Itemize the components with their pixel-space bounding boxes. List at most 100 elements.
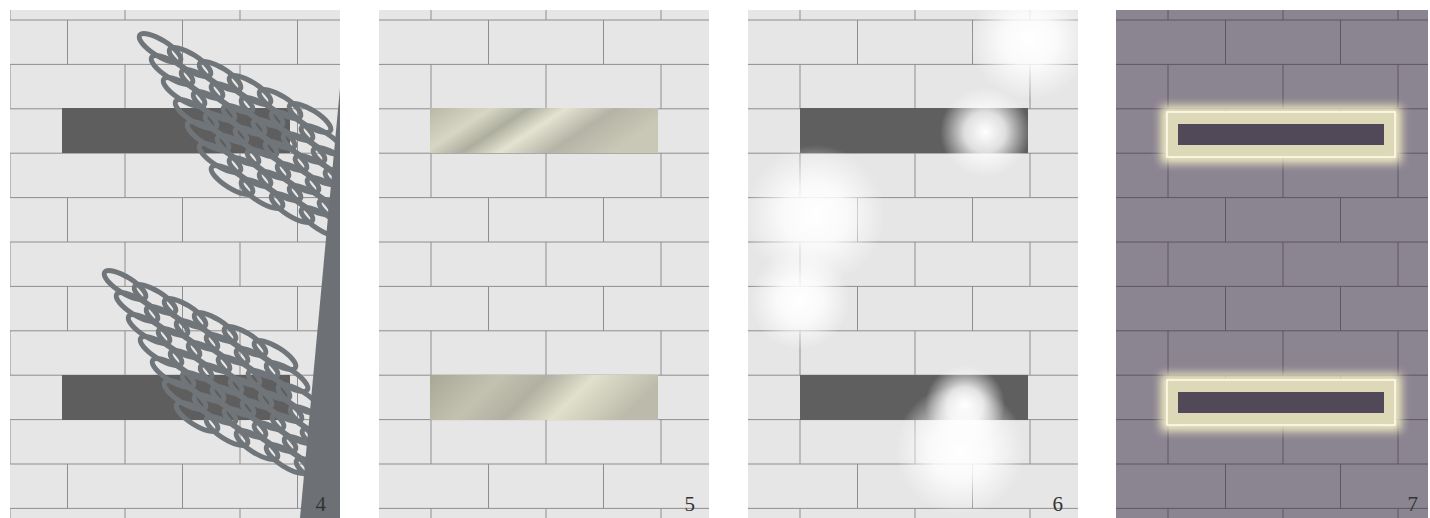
mortar-joint: [379, 197, 709, 198]
mortar-joint: [1116, 330, 1428, 331]
mortar-joint: [1030, 331, 1031, 375]
mortar-joint: [1283, 10, 1284, 20]
mortar-joint: [1398, 331, 1399, 375]
shading-fin: [300, 88, 340, 518]
mortar-joint: [1168, 242, 1169, 286]
mortar-joint: [240, 242, 241, 286]
mortar-joint: [1225, 286, 1226, 330]
mortar-joint: [1030, 420, 1031, 464]
mortar-joint: [182, 198, 183, 242]
panel-number: 6: [1053, 494, 1064, 515]
mortar-joint: [661, 10, 662, 20]
mortar-joint: [125, 242, 126, 286]
mortar-joint: [488, 286, 489, 330]
mortar-joint: [661, 64, 662, 108]
mortar-joint: [431, 331, 432, 375]
mortar-joint: [1116, 64, 1428, 65]
mortar-joint: [431, 153, 432, 197]
mortar-joint: [10, 508, 11, 518]
mortar-joint: [1030, 153, 1031, 197]
mortar-joint: [431, 242, 432, 286]
mortar-joint: [1225, 464, 1226, 508]
mortar-joint: [1340, 198, 1341, 242]
mortar-joint: [546, 153, 547, 197]
mortar-joint: [546, 64, 547, 108]
mortar-joint: [915, 331, 916, 375]
mortar-joint: [546, 420, 547, 464]
mortar-joint: [10, 331, 11, 375]
mortar-joint: [431, 64, 432, 108]
light-reflection: [750, 250, 850, 350]
mortar-joint: [748, 508, 1078, 509]
mortar-joint: [431, 508, 432, 518]
window: [1178, 392, 1384, 413]
mortar-joint: [10, 420, 11, 464]
mortar-joint: [857, 464, 858, 508]
mortar-joint: [1398, 10, 1399, 20]
mortar-joint: [67, 198, 68, 242]
mortar-joint: [431, 420, 432, 464]
mortar-joint: [915, 508, 916, 518]
brick-wall: [1116, 10, 1428, 518]
wall-ground: [1116, 10, 1428, 518]
mortar-joint: [297, 20, 298, 64]
window: [1178, 124, 1384, 145]
mortar-joint: [800, 420, 801, 464]
window-glow: [1167, 112, 1395, 157]
light-reflection: [970, 10, 1078, 100]
mortar-joint: [1225, 198, 1226, 242]
mortar-joint: [1283, 242, 1284, 286]
mortar-joint: [10, 64, 11, 108]
mortar-joint: [857, 286, 858, 330]
mortar-joint: [10, 153, 11, 197]
mortar-joint: [1398, 508, 1399, 518]
mortar-joint: [546, 508, 547, 518]
wall-ground: [10, 10, 340, 518]
mortar-joint: [10, 508, 340, 509]
mortar-joint: [1168, 10, 1169, 20]
mortar-joint: [67, 286, 68, 330]
mortar-joint: [1340, 464, 1341, 508]
window: [430, 108, 658, 153]
mortar-joint: [915, 242, 916, 286]
mortar-joint: [1030, 242, 1031, 286]
brick-wall: [10, 10, 340, 518]
mortar-joint: [603, 464, 604, 508]
mortar-joint: [1283, 64, 1284, 108]
mortar-joint: [125, 331, 126, 375]
brick-wall: [748, 10, 1078, 518]
mortar-joint: [1116, 20, 1428, 21]
mortar-joint: [379, 20, 709, 21]
mortar-joint: [1168, 331, 1169, 375]
brick-wall: [379, 10, 709, 518]
mortar-joint: [972, 286, 973, 330]
mortar-joint: [915, 153, 916, 197]
perforated-shade: [100, 265, 340, 506]
window-glow: [1167, 380, 1395, 425]
mortar-joint: [1225, 20, 1226, 64]
mortar-joint: [915, 10, 916, 20]
mortar-joint: [1398, 242, 1399, 286]
mortar-joint: [297, 286, 298, 330]
mortar-joint: [240, 331, 241, 375]
mortar-joint: [67, 464, 68, 508]
mortar-joint: [1283, 508, 1284, 518]
mortar-joint: [1168, 508, 1169, 518]
mortar-joint: [603, 20, 604, 64]
mortar-joint: [488, 198, 489, 242]
mortar-joint: [67, 20, 68, 64]
mortar-joint: [1116, 242, 1428, 243]
mortar-joint: [240, 508, 241, 518]
panel-number: 4: [316, 494, 327, 515]
mortar-joint: [1398, 64, 1399, 108]
mortar-joint: [546, 331, 547, 375]
mortar-joint: [661, 508, 662, 518]
mortar-joint: [1340, 20, 1341, 64]
mortar-joint: [125, 420, 126, 464]
mortar-joint: [603, 198, 604, 242]
mortar-joint: [379, 286, 709, 287]
mortar-joint: [1030, 508, 1031, 518]
mortar-joint: [972, 198, 973, 242]
mortar-joint: [10, 242, 11, 286]
